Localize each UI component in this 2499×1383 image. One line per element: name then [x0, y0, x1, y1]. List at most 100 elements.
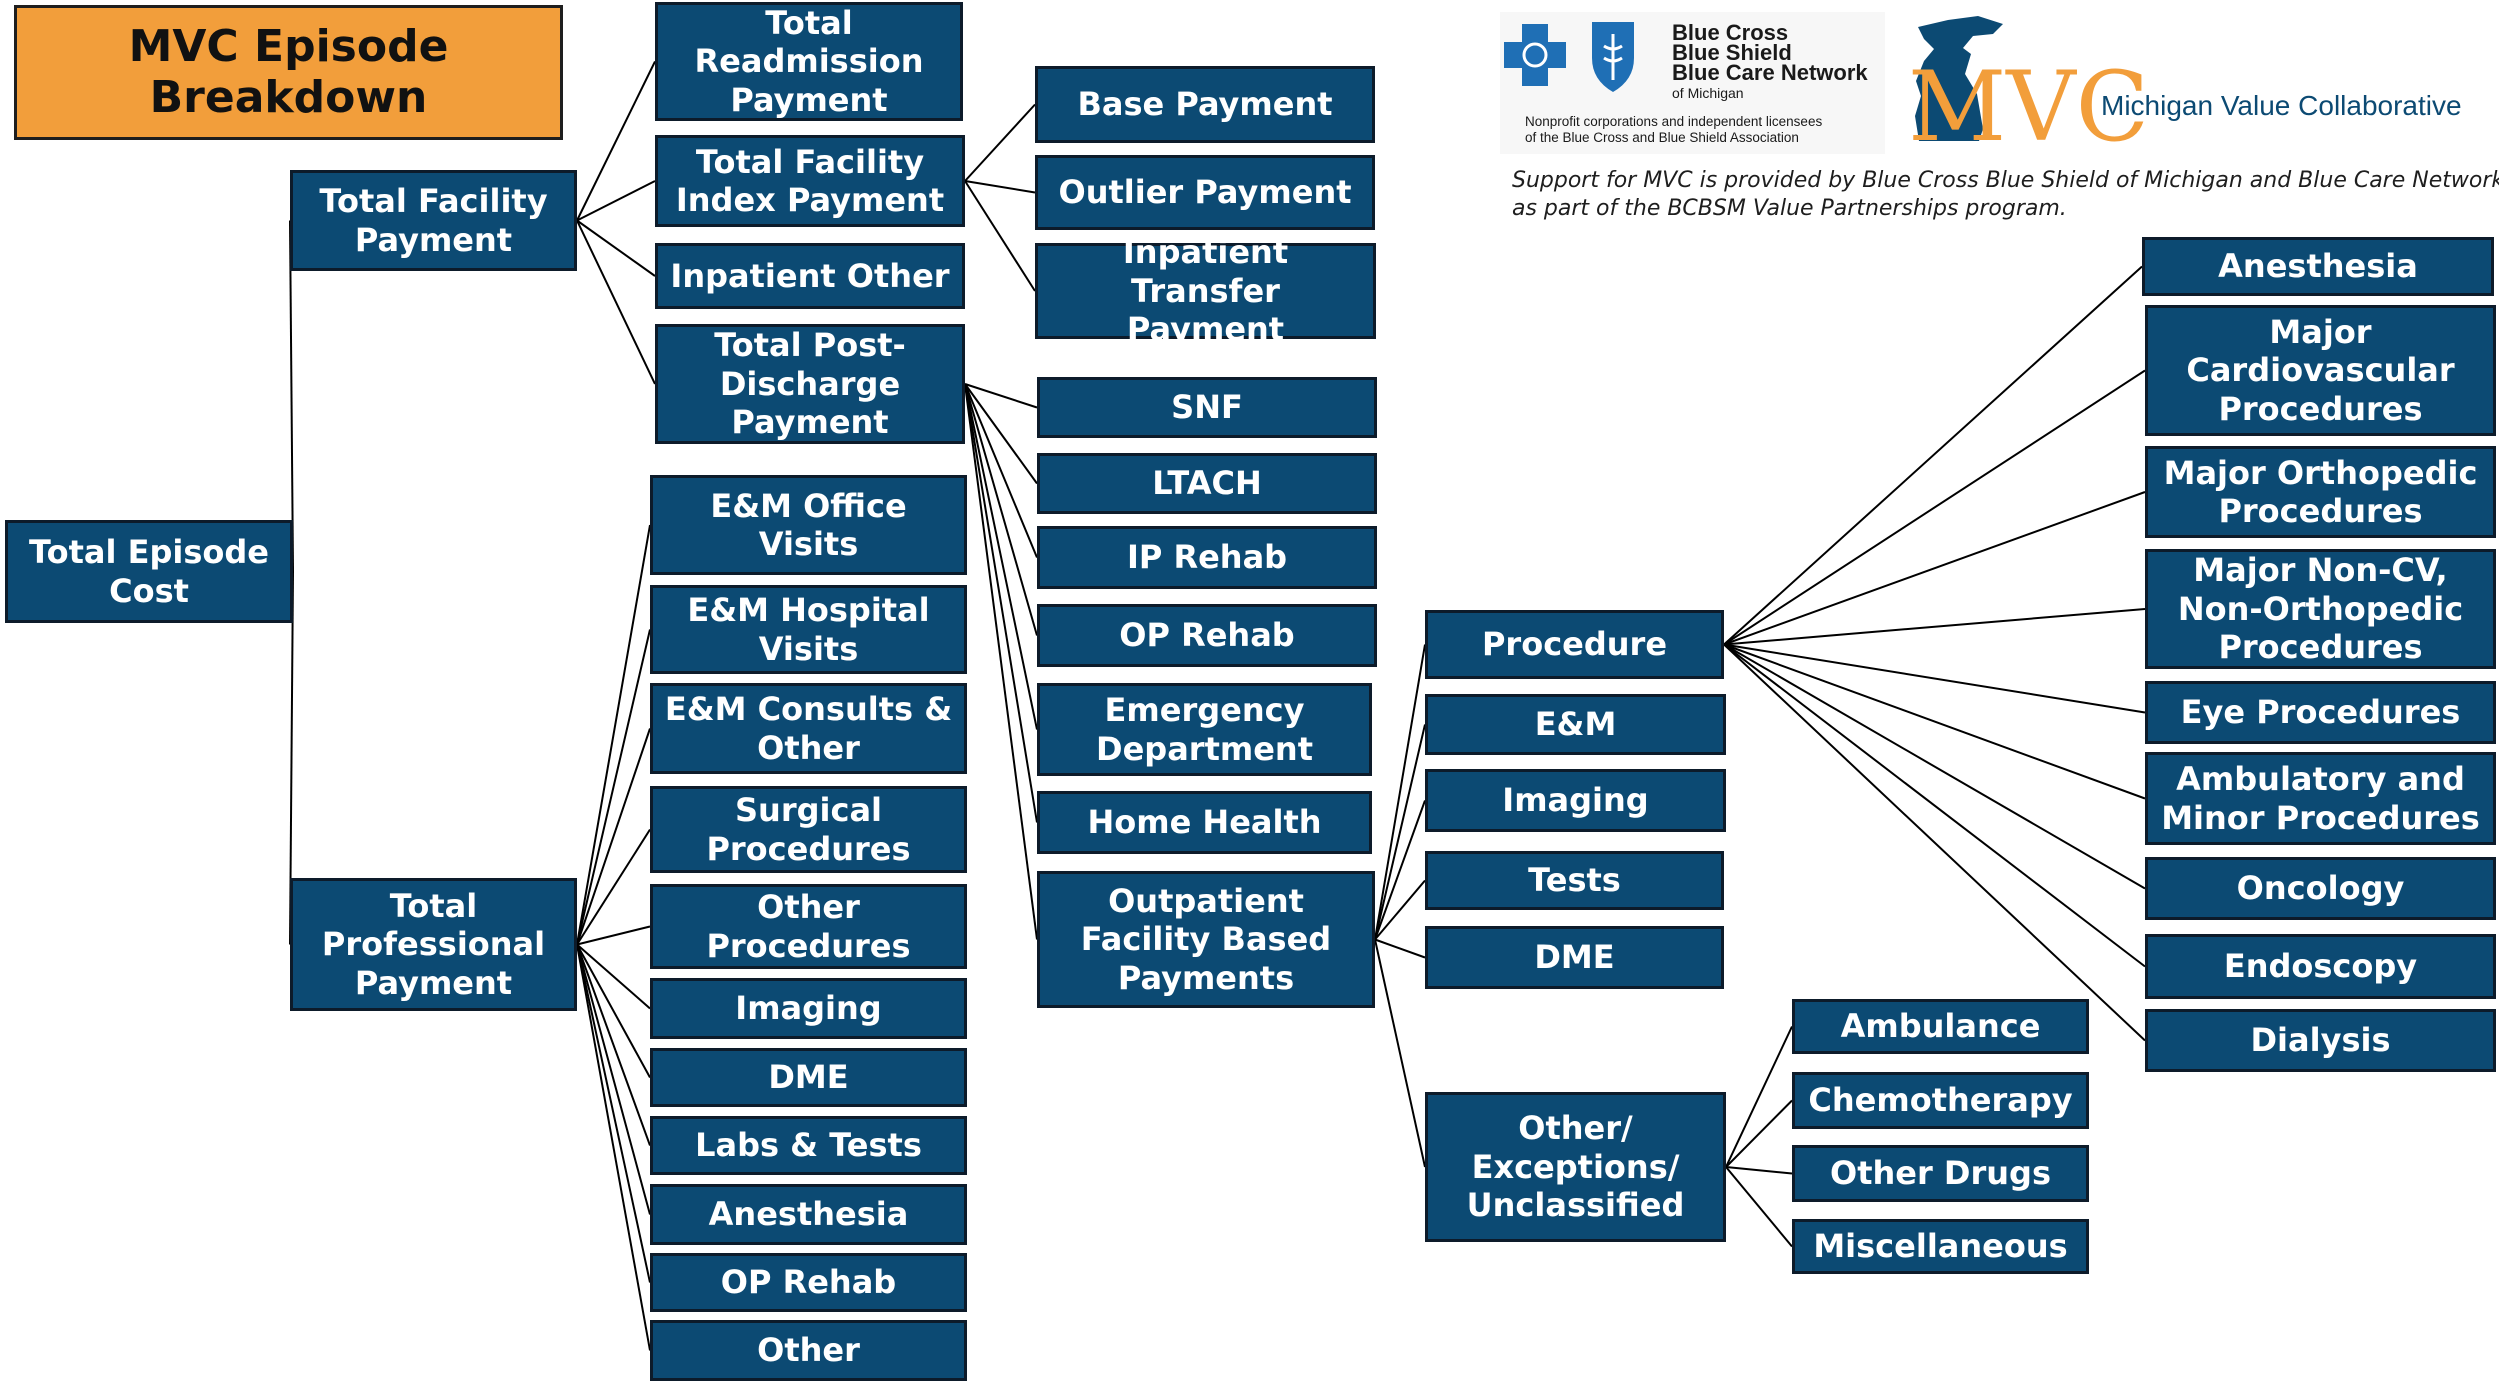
node-em-office-visits: E&M Office Visits [650, 475, 967, 575]
diagram-title: MVC Episode Breakdown [14, 5, 563, 140]
node-professional-dme: DME [650, 1048, 967, 1107]
node-outlier-payment: Outlier Payment [1035, 155, 1375, 230]
node-miscellaneous: Miscellaneous [1792, 1219, 2089, 1274]
connector-total_facility_index_payment-to-base_payment [964, 103, 1036, 182]
bcbs-line3: Blue Care Network [1672, 60, 1868, 85]
node-total-facility-index-payment: Total Facility Index Payment [655, 135, 965, 227]
bcbs-line1: Blue Cross [1672, 20, 1788, 45]
node-ambulance: Ambulance [1792, 999, 2089, 1054]
node-professional-op-rehab: OP Rehab [650, 1253, 967, 1312]
node-outpatient-tests: Tests [1425, 851, 1724, 910]
blue-cross-icon [1504, 24, 1566, 86]
connector-outpatient_facility_based_payments-to-op_imaging [1374, 800, 1426, 940]
connector-procedure-to-oncology [1723, 643, 2146, 890]
node-home-health: Home Health [1037, 791, 1372, 854]
node-professional-other: Other [650, 1320, 967, 1381]
mvc-logo: MVC Michigan Value Collaborative [1908, 16, 2462, 150]
node-other-exceptions-unclassified: Other/ Exceptions/ Unclassified [1425, 1092, 1726, 1242]
node-outpatient-facility-based-payments: Outpatient Facility Based Payments [1037, 871, 1375, 1008]
connector-total_professional_payment-to-em_hospital_visits [576, 629, 651, 945]
connector-other_exceptions_unclassified-to-other_drugs [1725, 1166, 1793, 1175]
connector-total_professional_payment-to-surgical_procedures [576, 828, 651, 946]
mvc-name: Michigan Value Collaborative [2101, 90, 2462, 121]
connector-procedure-to-major_orthopedic_procedures [1723, 491, 2146, 646]
node-eye-procedures: Eye Procedures [2145, 681, 2496, 744]
node-procedure-anesthesia: Anesthesia [2142, 237, 2494, 296]
connector-total_professional_payment-to-prof_other [576, 944, 651, 1351]
node-total-professional-payment: Total Professional Payment [290, 878, 577, 1011]
node-total-post-discharge-payment: Total Post- Discharge Payment [655, 324, 965, 444]
connector-procedure-to-endoscopy [1723, 643, 2146, 968]
connector-outpatient_facility_based_payments-to-op_em [1374, 724, 1426, 940]
blue-shield-icon [1592, 22, 1634, 92]
bcbs-line4: of Michigan [1672, 85, 1744, 101]
connector-total_professional_payment-to-prof_anesthesia [576, 944, 651, 1215]
connector-procedure-to-dialysis [1723, 643, 2146, 1042]
node-surgical-procedures: Surgical Procedures [650, 786, 967, 873]
connector-total_facility_payment-to-inpatient_other [576, 219, 656, 277]
node-professional-anesthesia: Anesthesia [650, 1184, 967, 1245]
node-em-consults-other: E&M Consults & Other [650, 683, 967, 774]
connector-total_post_discharge_payment-to-snf [964, 383, 1038, 409]
node-major-orthopedic-procedures: Major Orthopedic Procedures [2145, 446, 2496, 538]
connector-total_facility_payment-to-total_facility_index_payment [576, 180, 656, 222]
node-ambulatory-minor-procedures: Ambulatory and Minor Procedures [2145, 752, 2496, 845]
support-note-line-1: Support for MVC is provided by Blue Cros… [1512, 168, 2499, 193]
connector-total_professional_payment-to-em_consults_other [576, 728, 651, 945]
node-base-payment: Base Payment [1035, 66, 1375, 143]
connector-total_professional_payment-to-prof_dme [576, 944, 651, 1078]
support-note-line-2: as part of the BCBSM Value Partnerships … [1512, 196, 2067, 221]
node-emergency-department: Emergency Department [1037, 683, 1372, 776]
connector-total_episode_cost-to-total_facility_payment [289, 220, 294, 572]
node-endoscopy: Endoscopy [2145, 934, 2496, 999]
connector-total_post_discharge_payment-to-outpatient_facility_based_payments [964, 383, 1038, 940]
node-other-procedures: Other Procedures [650, 884, 967, 969]
node-total-facility-payment: Total Facility Payment [290, 170, 577, 271]
connector-procedure-to-major_non_cv_non_orthopedic_procedures [1723, 608, 2146, 646]
node-major-cardiovascular-procedures: Major Cardiovascular Procedures [2145, 305, 2496, 436]
node-chemotherapy: Chemotherapy [1792, 1072, 2089, 1129]
connector-procedure-to-eye_procedures [1723, 643, 2146, 714]
node-other-drugs: Other Drugs [1792, 1145, 2089, 1202]
connector-outpatient_facility_based_payments-to-op_dme [1374, 938, 1426, 959]
node-labs-tests: Labs & Tests [650, 1116, 967, 1175]
node-major-non-cv-non-orthopedic-procedures: Major Non-CV, Non-Orthopedic Procedures [2145, 549, 2496, 669]
connector-procedure-to-major_cardiovascular_procedures [1723, 369, 2146, 646]
connector-total_professional_payment-to-other_procedures [576, 925, 651, 946]
connector-outpatient_facility_based_payments-to-procedure [1374, 644, 1426, 940]
node-total-episode-cost: Total Episode Cost [5, 520, 293, 623]
connector-total_post_discharge_payment-to-op_rehab_pd [964, 383, 1038, 636]
connector-procedure-to-proc_anesthesia [1723, 265, 2143, 646]
node-procedure: Procedure [1425, 610, 1724, 679]
node-dialysis: Dialysis [2145, 1009, 2496, 1072]
connector-total_professional_payment-to-prof_imaging [576, 943, 651, 1010]
node-em-hospital-visits: E&M Hospital Visits [650, 585, 967, 674]
node-total-readmission-payment: Total Readmission Payment [655, 2, 963, 121]
node-inpatient-other: Inpatient Other [655, 243, 965, 309]
connector-total_professional_payment-to-prof_op_rehab [576, 944, 651, 1283]
mvc-letters: MVC [1908, 51, 2149, 150]
connector-total_post_discharge_payment-to-ip_rehab [964, 383, 1038, 558]
connector-other_exceptions_unclassified-to-ambulance [1725, 1026, 1793, 1168]
bcbs-line2: Blue Shield [1672, 40, 1792, 65]
node-ltach: LTACH [1037, 453, 1377, 514]
bcbs-disclaimer-2: of the Blue Cross and Blue Shield Associ… [1525, 130, 1799, 145]
connector-total_facility_index_payment-to-outlier_payment [964, 180, 1036, 194]
connector-total_professional_payment-to-labs_tests [576, 944, 651, 1146]
node-op-rehab-post-discharge: OP Rehab [1037, 604, 1377, 667]
michigan-map-icon [1915, 16, 2003, 141]
connector-total_professional_payment-to-em_office_visits [576, 524, 651, 945]
connector-total_post_discharge_payment-to-emergency_department [964, 383, 1038, 730]
connector-total_facility_payment-to-total_readmission_payment [576, 61, 656, 221]
bcbs-logo: Blue Cross Blue Shield Blue Care Network… [1500, 12, 1885, 154]
connector-total_facility_index_payment-to-inpatient_transfer_payment [964, 180, 1036, 292]
connector-outpatient_facility_based_payments-to-op_tests [1374, 879, 1426, 941]
connector-other_exceptions_unclassified-to-chemotherapy [1725, 1099, 1793, 1168]
bcbs-disclaimer-1: Nonprofit corporations and independent l… [1525, 114, 1822, 129]
node-outpatient-dme: DME [1425, 926, 1724, 989]
node-inpatient-transfer-payment: Inpatient Transfer Payment [1035, 233, 1376, 348]
node-ip-rehab: IP Rehab [1037, 526, 1377, 589]
connector-total_facility_payment-to-total_post_discharge_payment [576, 220, 656, 385]
connector-total_post_discharge_payment-to-home_health [964, 383, 1038, 823]
